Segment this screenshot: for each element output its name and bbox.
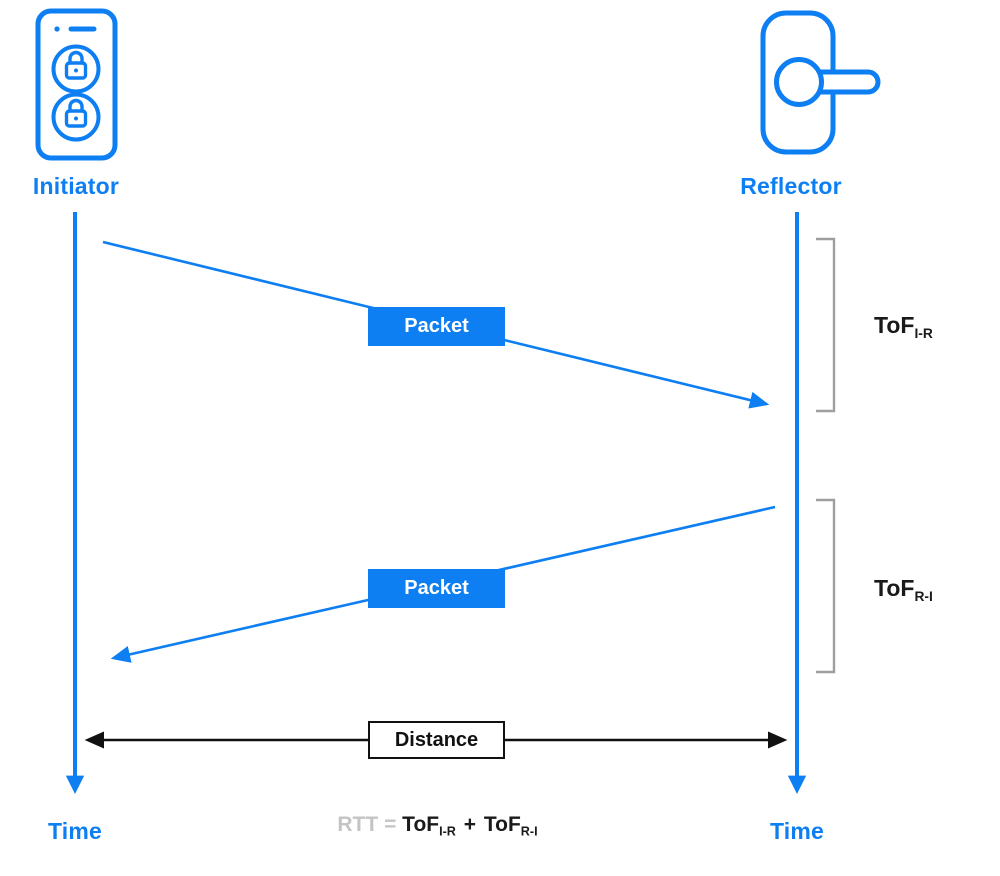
tof-subscript: R-I xyxy=(914,588,933,604)
time-label-reflector: Time xyxy=(769,818,825,844)
formula-term2: ToFR-I xyxy=(483,813,538,839)
door-handle-icon xyxy=(760,10,881,155)
tof-ri-label: ToFR-I xyxy=(874,575,994,604)
formula-equals: = xyxy=(384,813,397,836)
tof-subscript: I-R xyxy=(914,325,933,341)
formula-term1: ToFI-R xyxy=(402,813,456,839)
tof-base-text: ToF xyxy=(874,312,915,338)
time-label-initiator: Time xyxy=(47,818,103,844)
packet-box-reflector-to-initiator: Packet xyxy=(368,569,505,608)
rtt-formula: RTT = ToFI-R + ToFR-I xyxy=(280,813,595,838)
distance-box: Distance xyxy=(368,721,505,759)
tof-subscript: R-I xyxy=(520,824,538,839)
formula-lhs: RTT xyxy=(337,813,379,836)
formula-plus: + xyxy=(463,813,477,836)
phone-with-locks-icon xyxy=(35,8,118,161)
lock-icon xyxy=(51,44,101,94)
tof-ir-label: ToFI-R xyxy=(874,312,994,341)
packet-label: Packet xyxy=(404,315,469,337)
packet-label: Packet xyxy=(404,577,469,599)
tof-base-text: ToF xyxy=(402,813,440,836)
distance-label: Distance xyxy=(394,728,479,751)
tof-ri-bracket xyxy=(816,498,836,674)
tof-ir-bracket xyxy=(816,237,836,413)
reflector-label: Reflector xyxy=(740,173,842,199)
tof-base-text: ToF xyxy=(874,575,915,601)
tof-subscript: I-R xyxy=(439,824,456,839)
initiator-label: Initiator xyxy=(32,173,120,199)
tof-base-text: ToF xyxy=(483,813,521,836)
lock-icon xyxy=(51,92,101,142)
packet-box-initiator-to-reflector: Packet xyxy=(368,307,505,346)
